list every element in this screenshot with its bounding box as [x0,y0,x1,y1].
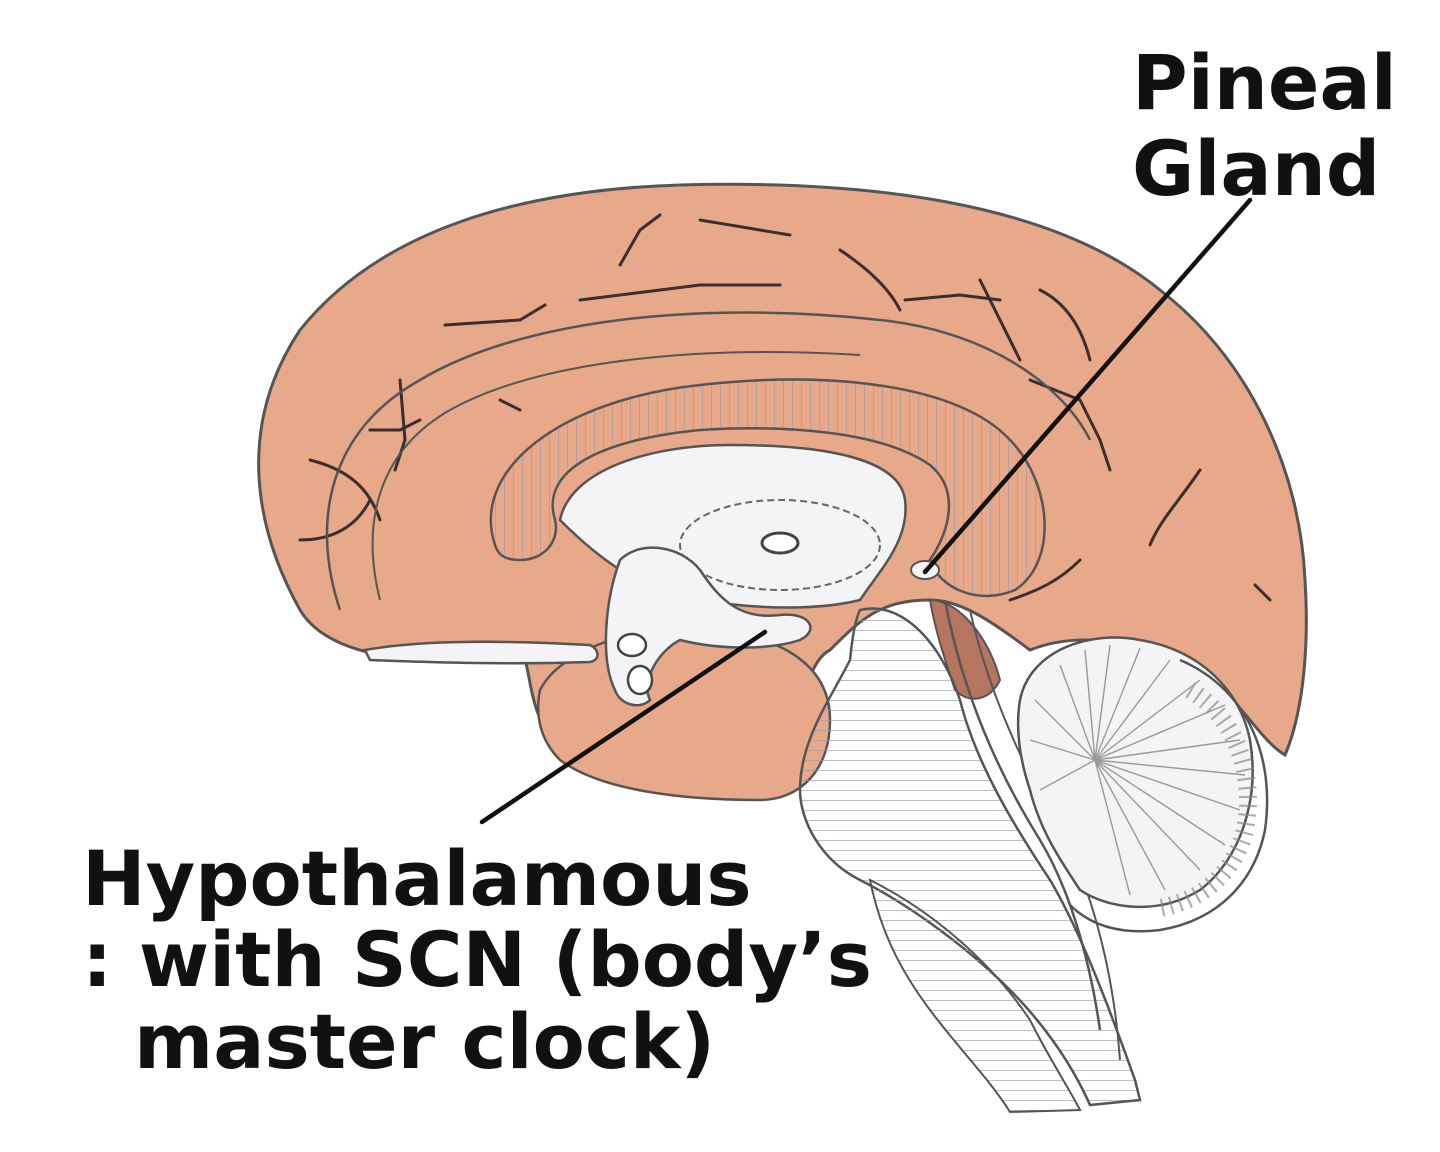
brainstem-lower [868,878,1082,1114]
pineal-label-line-2: Gland [1132,123,1381,213]
cerebellum [1016,636,1269,933]
optic-chiasm [616,632,648,658]
cortex-sulci [298,213,1272,602]
olfactory-tract [363,640,599,665]
cingulate-contour [325,311,1092,611]
pineal-leader-line [922,197,1253,575]
hypothalamus-label-line-1: Hypothalamous [82,834,752,923]
brainstem [798,607,1142,1107]
hypothalamus-leader-line [479,629,768,825]
cerebral-aqueduct [943,599,1102,1031]
mammillary-body [626,664,654,696]
hypothalamus-label-line-2: : with SCN (body’s [82,915,872,1005]
hypothalamus [604,546,812,707]
hypothalamus-label-line-3: master clock) [134,996,716,1086]
corpus-callosum [489,378,1046,598]
interthalamic-adhesion [760,531,800,555]
superior-colliculus [928,598,1002,700]
hypothalamus-label: Hypothalamous : with SCN (body’s master … [82,838,872,1082]
pineal-label-line-1: Pineal [1132,38,1397,127]
cingulate-contour-inner [371,351,861,601]
pineal-gland-label: Pineal Gland [1132,40,1397,212]
